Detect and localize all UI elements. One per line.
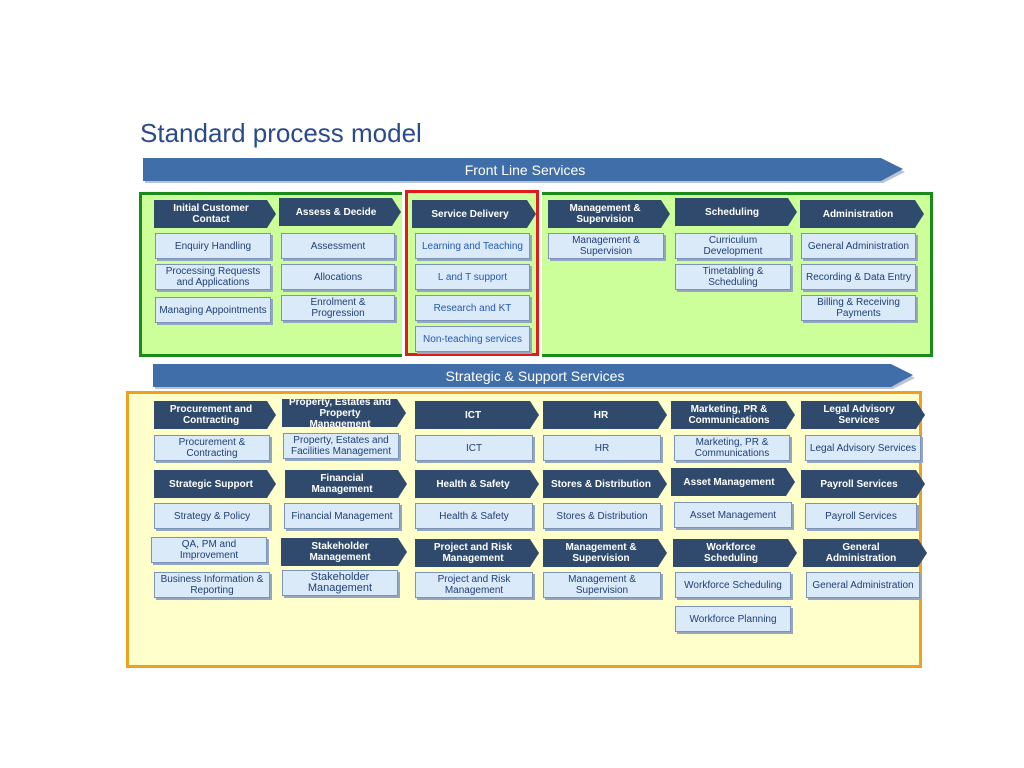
page-title: Standard process model [140, 118, 422, 148]
item-hr: HR [543, 435, 661, 461]
item-stores-distribution: Stores & Distribution [543, 503, 661, 529]
item-strategy-policy: Strategy & Policy [154, 503, 270, 529]
header-stores-distribution: Stores & Distribution [543, 470, 667, 498]
item-property-facilities: Property, Estates and Facilities Managem… [283, 433, 399, 459]
item-business-information-reporting: Business Information & Reporting [154, 572, 270, 598]
strategic-banner-arrow [153, 364, 915, 389]
item-asset-management: Asset Management [674, 502, 792, 528]
item-management-supervision: Management & Supervision [548, 233, 664, 259]
item-assessment: Assessment [281, 233, 395, 259]
header-general-administration-support: General Administration [803, 539, 927, 567]
header-hr: HR [543, 401, 667, 429]
item-project-risk: Project and Risk Management [415, 572, 533, 598]
item-legal-advisory: Legal Advisory Services [805, 435, 921, 461]
item-management-supervision-support: Management & Supervision [543, 572, 661, 598]
item-enquiry-handling: Enquiry Handling [155, 233, 271, 259]
item-ict: ICT [415, 435, 533, 461]
item-timetabling-scheduling: Timetabling & Scheduling [675, 264, 791, 290]
item-research-kt: Research and KT [415, 295, 530, 321]
front-line-banner-arrow [143, 158, 905, 183]
item-qa-pm-improvement: QA, PM and Improvement [151, 537, 267, 563]
item-general-administration-support: General Administration [806, 572, 920, 598]
item-marketing-pr: Marketing, PR & Communications [674, 435, 790, 461]
header-strategic-support: Strategic Support [154, 470, 276, 498]
item-payroll-services: Payroll Services [805, 503, 917, 529]
header-administration: Administration [800, 200, 924, 228]
support-frame [126, 391, 922, 668]
header-project-risk: Project and Risk Management [415, 539, 539, 567]
header-procurement-contracting: Procurement and Contracting [154, 401, 276, 429]
header-property-estates: Property, Estates and Property Managemen… [282, 399, 406, 427]
item-processing-requests: Processing Requests and Applications [155, 264, 271, 290]
header-management-supervision-support: Management & Supervision [543, 539, 667, 567]
item-l-and-t-support: L and T support [415, 264, 530, 290]
header-marketing-pr: Marketing, PR & Communications [671, 401, 795, 429]
header-ict: ICT [415, 401, 539, 429]
item-workforce-planning: Workforce Planning [675, 606, 791, 632]
item-recording-data-entry: Recording & Data Entry [801, 264, 916, 290]
item-enrolment-progression: Enrolment & Progression [281, 295, 395, 321]
item-financial-management: Financial Management [284, 503, 400, 529]
header-asset-management: Asset Management [671, 468, 795, 496]
front-line-banner-label: Front Line Services [464, 162, 586, 178]
item-curriculum-development: Curriculum Development [675, 233, 791, 259]
item-health-safety: Health & Safety [415, 503, 533, 529]
header-management-supervision: Management & Supervision [548, 200, 670, 228]
header-health-safety: Health & Safety [415, 470, 539, 498]
item-learning-teaching: Learning and Teaching [415, 233, 530, 259]
header-financial-management: Financial Management [285, 470, 407, 498]
header-initial-customer-contact: Initial Customer Contact [154, 200, 276, 228]
item-stakeholder-management: Stakeholder Management [282, 570, 398, 596]
item-billing-payments: Billing & Receiving Payments [801, 295, 916, 321]
header-assess-decide: Assess & Decide [279, 198, 401, 226]
strategic-banner-label: Strategic & Support Services [445, 368, 625, 384]
header-stakeholder-management: Stakeholder Management [281, 538, 407, 566]
item-general-administration: General Administration [801, 233, 916, 259]
strategic-banner: Strategic & Support Services [153, 363, 917, 389]
item-procurement-contracting: Procurement & Contracting [154, 435, 270, 461]
header-payroll-services: Payroll Services [801, 470, 925, 498]
header-legal-advisory: Legal Advisory Services [801, 401, 925, 429]
header-workforce-scheduling: Workforce Scheduling [673, 539, 797, 567]
header-scheduling: Scheduling [675, 198, 797, 226]
item-workforce-scheduling: Workforce Scheduling [675, 572, 791, 598]
header-service-delivery: Service Delivery [412, 200, 536, 228]
front-line-banner: Front Line Services [143, 157, 907, 183]
item-non-teaching-services: Non-teaching services [415, 326, 530, 352]
item-allocations: Allocations [281, 264, 395, 290]
item-managing-appointments: Managing Appointments [155, 297, 271, 323]
